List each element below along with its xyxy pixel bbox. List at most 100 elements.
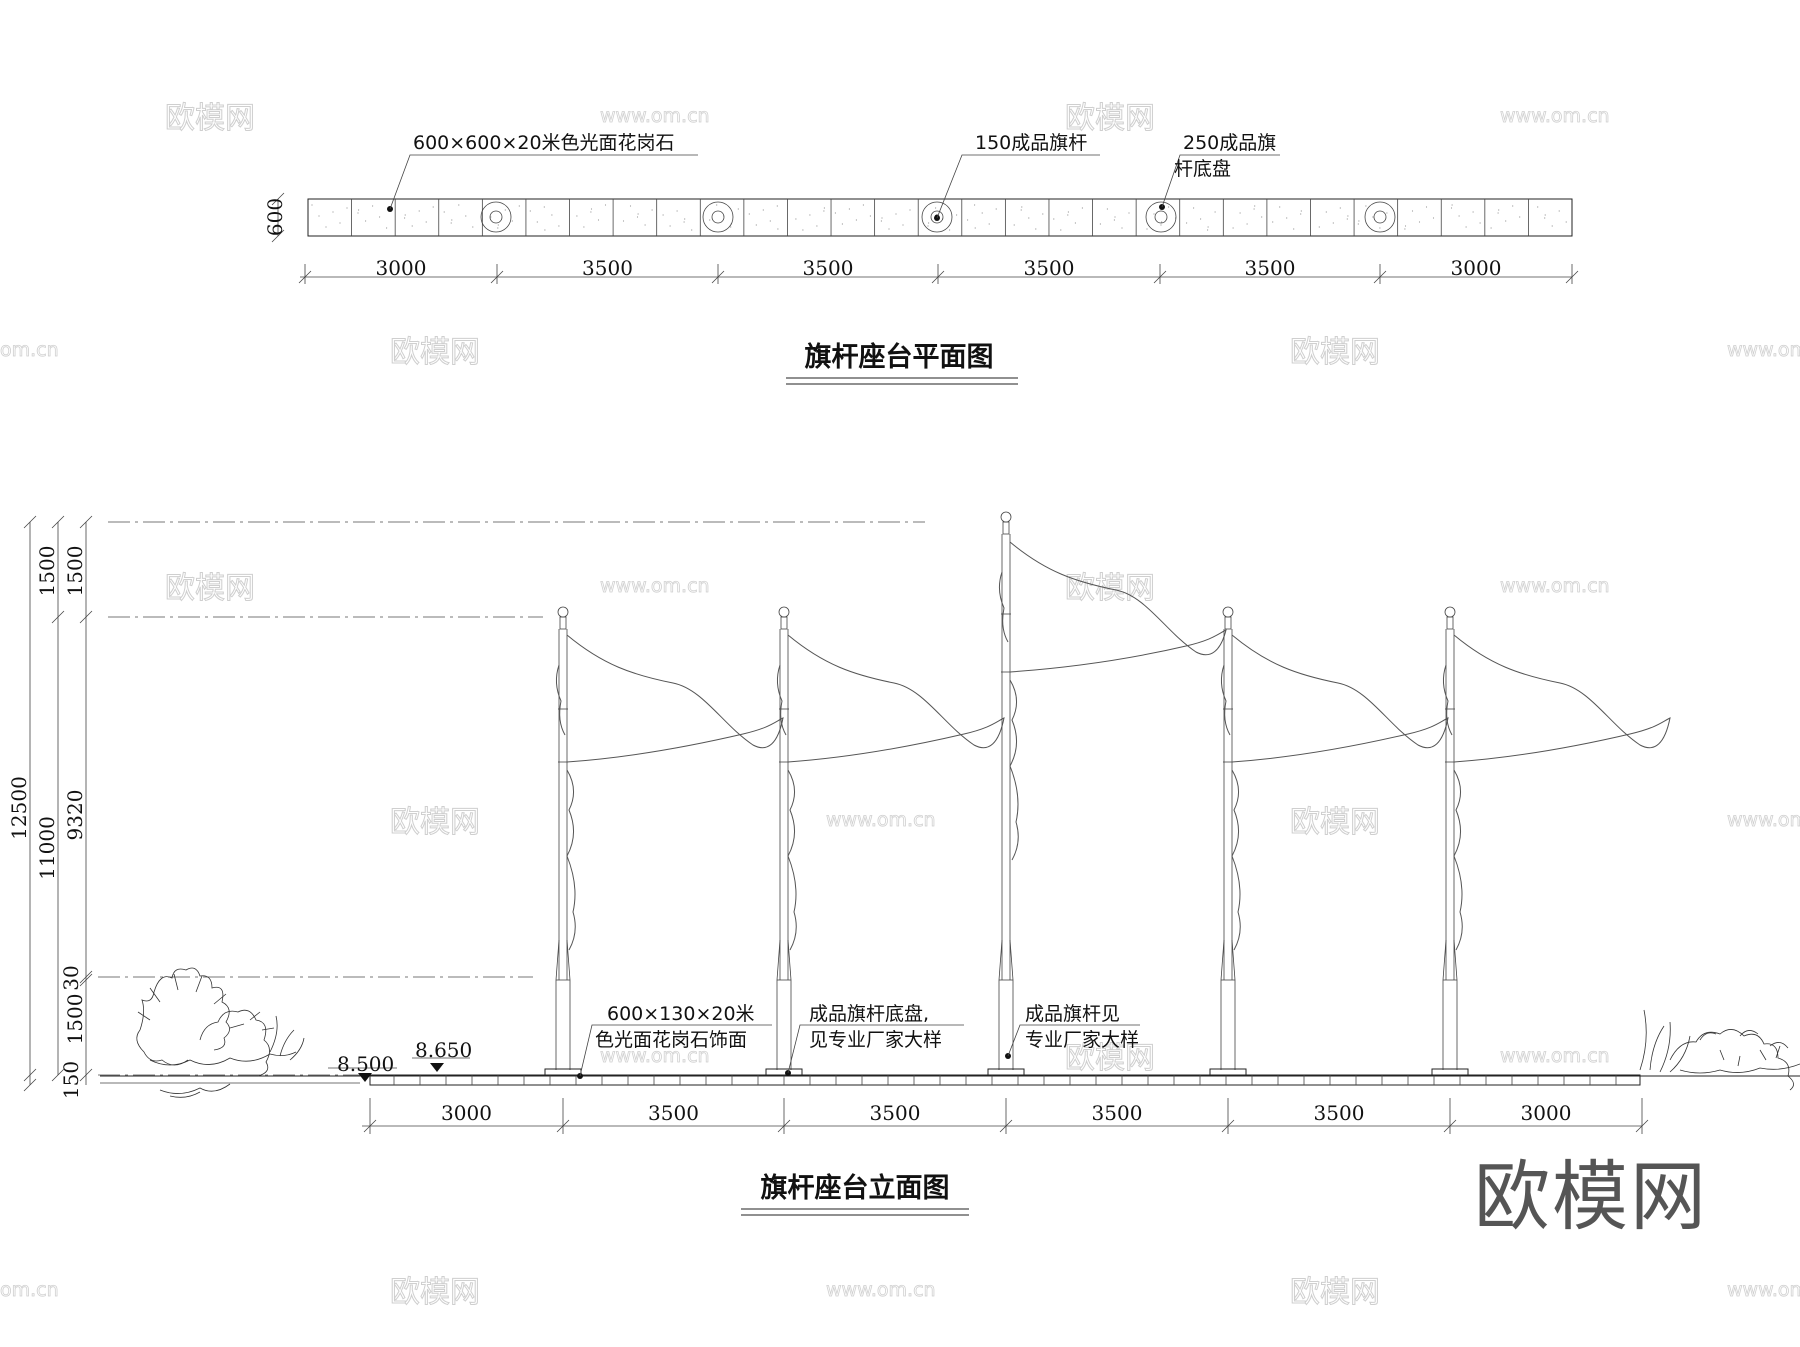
plan-stone-speckle <box>1020 209 1022 211</box>
plan-stone-speckle <box>1357 223 1359 225</box>
elev-dim-tick <box>999 1119 1013 1133</box>
plan-stone-speckle <box>823 207 826 209</box>
plan-dim-tick <box>298 270 312 284</box>
flagpole-lower-section <box>1220 939 1236 1070</box>
plan-stone-speckle <box>1081 207 1083 209</box>
flagpole-cap <box>1224 616 1232 630</box>
flag-wave <box>1220 664 1231 736</box>
flag-outline <box>1231 634 1449 763</box>
facing-joints <box>393 1075 1617 1085</box>
flagpole <box>765 606 1005 1076</box>
plan-pole-circle <box>489 210 503 224</box>
plan-stone-speckle <box>1565 221 1567 223</box>
left-shrub <box>136 967 305 1098</box>
flagpole-finial <box>778 606 790 618</box>
plan-stone-speckle <box>1300 213 1302 215</box>
plan-stone-speckle <box>881 217 883 219</box>
watermark-site: om.cn <box>0 1279 59 1301</box>
flagpole-lower-section <box>1442 939 1458 1070</box>
plan-stone-speckle <box>1239 212 1241 214</box>
plan-stone-speckle <box>1106 208 1108 210</box>
plan-stone-speckle <box>880 220 883 222</box>
plan-stone-speckle <box>1325 211 1327 213</box>
dim-150: 150 <box>59 1061 83 1099</box>
plan-stone-speckle <box>432 206 434 208</box>
plan-pole-note: 150成品旗杆 <box>975 132 1087 154</box>
plan-depth-label: 600 <box>263 198 287 236</box>
flagpole-base-plate <box>1431 1068 1469 1076</box>
plan-stone-speckle <box>1028 217 1030 219</box>
plan-base-disc <box>480 201 512 233</box>
plan-stone-speckle <box>927 225 929 227</box>
plan-stone-speckle <box>841 223 844 225</box>
flagpole-base-plate <box>987 1068 1025 1076</box>
plan-pole-circle <box>930 210 944 224</box>
watermark-site: www.om.cn <box>600 105 710 127</box>
flagpole-lower-section <box>555 939 571 1070</box>
plan-stone-speckle <box>1537 206 1539 208</box>
level-markers: 8.500 8.650 <box>328 1038 472 1082</box>
plan-stone-speckle <box>1386 212 1388 214</box>
elevation-leaders <box>577 1024 1140 1079</box>
plan-stone-speckle <box>1544 214 1546 216</box>
flagpole-lower-section <box>776 939 792 1070</box>
plan-stone-speckle <box>511 220 513 222</box>
plan-stone-speckle <box>346 207 348 209</box>
plan-dim-tick <box>490 270 504 284</box>
flagpole-finial <box>1000 511 1012 523</box>
flag-drape <box>1231 769 1241 951</box>
plan-stone-speckle <box>1214 211 1216 213</box>
plan-stone-speckle <box>644 224 646 226</box>
plan-stone-speckle <box>1060 229 1062 231</box>
plan-stone-speckle <box>332 211 334 213</box>
plan-stone-speckle <box>1053 218 1055 220</box>
base-note-line1: 成品旗杆底盘, <box>809 1003 929 1025</box>
plan-stone-speckle <box>1458 215 1460 217</box>
watermark-logo: 欧模网 <box>1290 335 1380 370</box>
plan-stone-speckle <box>995 208 997 210</box>
flagpole-group <box>544 511 1671 1076</box>
elevation-title: 旗杆座台立面图 <box>761 1172 950 1204</box>
plan-base-disc <box>1145 201 1177 233</box>
flag-outline <box>1009 541 1227 673</box>
plan-stone-speckle <box>1067 211 1069 213</box>
plan-stone-speckle <box>1114 216 1116 218</box>
watermark-logo: 欧模网 <box>1290 1275 1380 1310</box>
plan-stone-speckle <box>1067 214 1069 216</box>
dim-1500-top-inner: 1500 <box>63 546 87 597</box>
plan-stone-speckle <box>1472 211 1474 213</box>
pole-note-line1: 成品旗杆见 <box>1025 1003 1120 1025</box>
plan-stone-speckle <box>816 225 818 227</box>
plan-stone-speckle <box>629 205 632 207</box>
flagpole-cap <box>1002 521 1010 535</box>
plan-stone-speckle <box>339 222 341 224</box>
flagpole-cap <box>559 616 567 630</box>
plan-pole-circle <box>1154 210 1168 224</box>
plan-stone-speckle <box>956 214 958 216</box>
flag-drape <box>566 769 576 951</box>
plan-stone-speckle <box>1232 227 1234 229</box>
base-note-line2: 见专业厂家大样 <box>809 1029 942 1051</box>
plan-stone-speckle <box>1346 218 1348 220</box>
plan-dim-tick <box>711 270 725 284</box>
plan-stone-speckle <box>1074 222 1076 224</box>
plan-stone-speckle <box>1551 225 1553 227</box>
plan-stone-speckle <box>1279 206 1281 208</box>
flag-wave <box>1442 664 1453 736</box>
plan-stone-speckle <box>1490 227 1492 229</box>
plan-stone-speckle <box>1372 216 1374 218</box>
elev-dimension-label: 3500 <box>1314 1101 1365 1125</box>
plan-stone-speckle <box>536 221 538 223</box>
watermark-logo: 欧模网 <box>390 805 480 840</box>
watermark-logo: 欧模网 <box>1290 805 1380 840</box>
level-8650: 8.650 <box>415 1038 472 1062</box>
plan-stone-speckle <box>967 219 969 221</box>
plan-stone-speckle <box>928 222 930 224</box>
plan-stone-speckle <box>458 204 460 206</box>
watermark-site: www.om.cn <box>600 575 710 597</box>
watermark-logo: 欧模网 <box>1065 1041 1155 1076</box>
brand-watermark: 欧模网 <box>1474 1152 1708 1241</box>
plan-stone-speckle <box>386 227 388 229</box>
watermark-site: www.om.cn <box>1727 809 1800 831</box>
